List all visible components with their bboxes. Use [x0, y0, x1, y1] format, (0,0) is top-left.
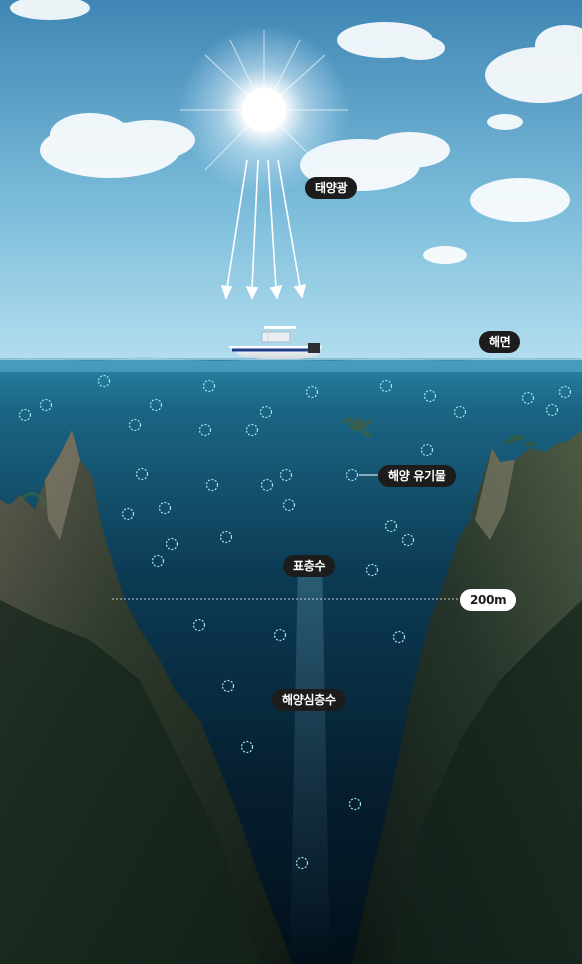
fish-icon: [504, 435, 536, 447]
label-deep-sea-water: 해양심층수: [272, 689, 346, 711]
boat: [228, 326, 322, 359]
label-surface-water: 표층수: [283, 555, 336, 577]
label-depth-200m: 200m: [460, 589, 517, 611]
sunlight-arrows: [220, 159, 307, 301]
organic-particles: [18, 374, 572, 870]
label-sea-surface: 해면: [479, 331, 521, 353]
turtle-icon: [341, 416, 373, 438]
label-sunlight: 태양광: [305, 177, 358, 199]
label-marine-organics: 해양 유기물: [378, 465, 456, 487]
